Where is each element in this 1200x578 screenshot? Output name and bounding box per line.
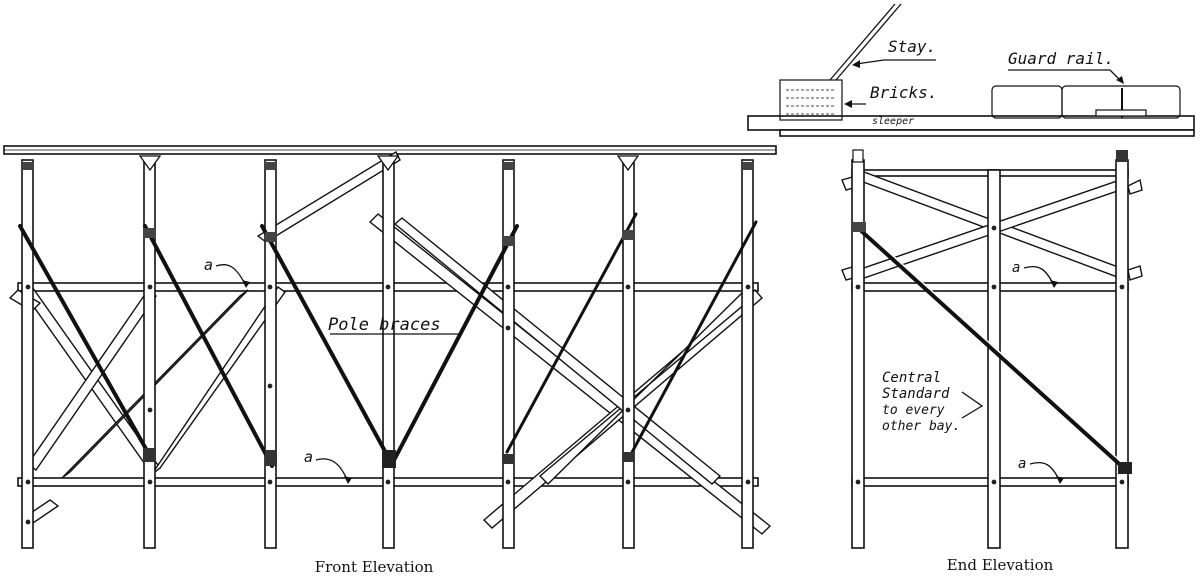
front-elevation: a a Pole braces Front Elevation: [3, 145, 777, 576]
end-elevation: Stay. Guard rail. Bricks. sleeper a a Ce…: [747, 3, 1195, 574]
pole-braces-label: Pole braces: [328, 315, 441, 335]
guard-rail-label: Guard rail.: [1008, 49, 1114, 68]
end-pole-brace: [856, 226, 1128, 472]
bricks-box: [779, 79, 843, 121]
front-standards: [21, 159, 754, 549]
front-pole-braces: [18, 212, 758, 468]
stay-label: Stay.: [888, 37, 936, 56]
central-standard-note: Central Standard to every other bay.: [882, 370, 984, 434]
front-elevation-caption: Front Elevation: [315, 558, 434, 576]
front-brace-clamps: [143, 228, 634, 468]
svg-text:Standard: Standard: [882, 386, 950, 402]
stay-line: [829, 3, 896, 81]
a-marker-4: a: [1018, 456, 1026, 472]
end-standards: [851, 159, 1129, 549]
bricks-label: Bricks.: [870, 83, 937, 102]
a-marker-1: a: [204, 256, 213, 274]
sleeper-label: sleeper: [872, 116, 914, 127]
end-elevation-caption: End Elevation: [947, 556, 1054, 574]
guard-rail: [991, 85, 1181, 119]
svg-text:other bay.: other bay.: [882, 419, 960, 434]
end-bolts: [855, 225, 1125, 485]
front-bolts: [25, 284, 751, 525]
svg-text:to every: to every: [882, 403, 945, 418]
a-marker-3: a: [1012, 260, 1020, 276]
front-post-caps: [22, 155, 753, 172]
svg-text:Central: Central: [882, 370, 941, 386]
a-marker-2: a: [304, 448, 313, 466]
